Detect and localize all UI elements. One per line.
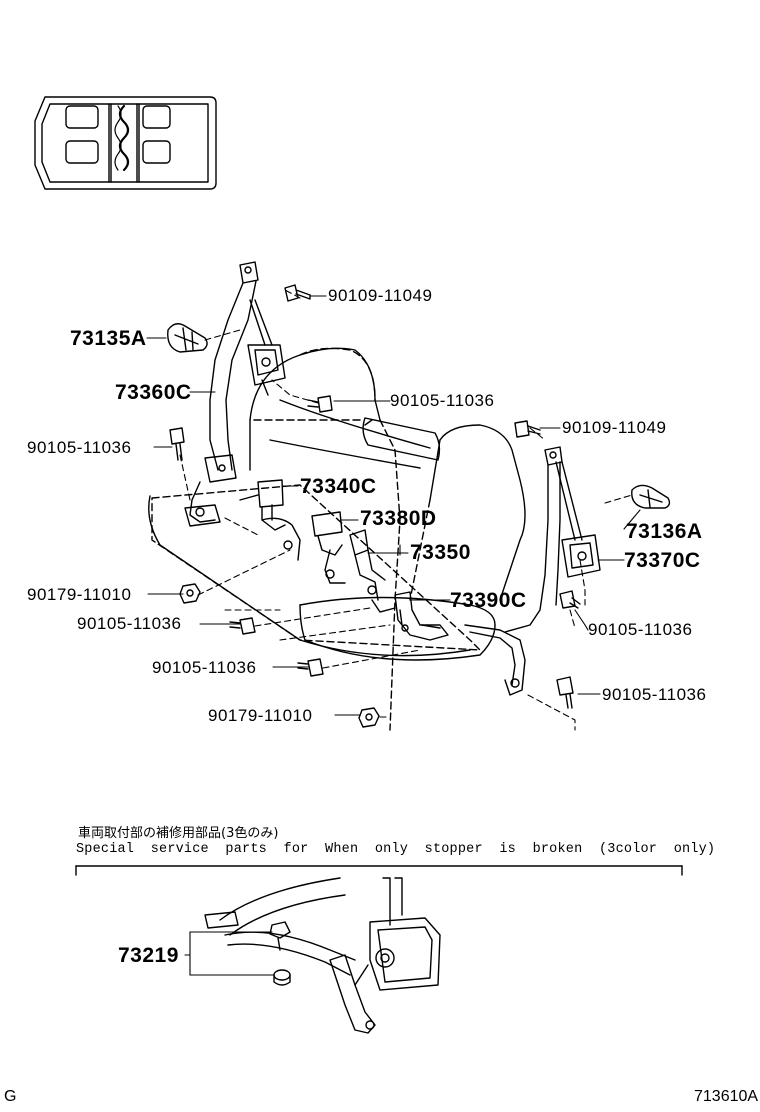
label-73350: 73350 <box>410 541 471 564</box>
seat-back-dashed-edges <box>249 347 431 731</box>
left-retractor <box>247 344 286 396</box>
right-retractor <box>561 534 601 578</box>
left-belt-guide-73135A <box>167 323 208 353</box>
buckle-73350 <box>349 529 396 613</box>
left-shoulder-belt <box>209 261 273 471</box>
label-90105-11036-mid: 90105-11036 <box>77 614 182 633</box>
label-90179-11010-bottom: 90179-11010 <box>208 706 313 725</box>
label-73219: 73219 <box>118 944 179 967</box>
rear-seat-back <box>249 347 526 601</box>
label-90109-11049-top: 90109-11049 <box>328 286 433 305</box>
bolt-90105-right-icon <box>559 590 581 609</box>
label-73136A: 73136A <box>626 520 703 543</box>
inset-leader-73219 <box>184 931 275 976</box>
bolt-90105-lower-icon <box>297 658 324 677</box>
nut-90179-bottom-icon <box>358 707 380 728</box>
note-english: Special service parts for When only stop… <box>76 842 716 857</box>
label-90109-11049-right: 90109-11049 <box>562 418 667 437</box>
bolt-90105-mid-icon <box>229 617 256 635</box>
label-73340C: 73340C <box>300 475 377 498</box>
bolt-90105-left-icon <box>169 427 185 461</box>
buckle-73380D <box>311 511 346 584</box>
right-belt-guide-73136A <box>631 484 671 509</box>
label-73380D: 73380D <box>360 507 437 530</box>
rear-seat-cushion <box>151 484 481 651</box>
rear-seat-cushion-outline <box>148 495 496 661</box>
bolt-90109-right-icon <box>514 420 541 438</box>
bolt-90105-upper-icon <box>307 395 333 413</box>
corner-code-left: G <box>4 1088 17 1105</box>
label-90105-11036-lower: 90105-11036 <box>152 658 257 677</box>
left-lower-anchor <box>184 504 221 527</box>
label-90105-11036-far-right: 90105-11036 <box>602 685 707 704</box>
center-lap-belt-73390C <box>394 591 449 641</box>
label-90105-11036-right: 90105-11036 <box>588 620 693 639</box>
bolt-90105-far-right-icon <box>556 676 574 709</box>
buckle-73340C <box>239 479 301 561</box>
label-73390C: 73390C <box>450 589 527 612</box>
label-90179-11010-left: 90179-11010 <box>27 585 132 604</box>
left-anchor-bracket <box>189 454 237 523</box>
bolt-90109-top-icon <box>284 284 311 302</box>
headrest <box>362 417 441 461</box>
inset-belt-detail <box>204 877 441 1034</box>
label-90105-11036-upper: 90105-11036 <box>390 391 495 410</box>
right-shoulder-belt <box>504 446 583 633</box>
label-90105-11036-left: 90105-11036 <box>27 438 132 457</box>
leader-lines <box>146 295 641 716</box>
note-japanese: 車両取付部の補修用部品(3色のみ) <box>78 826 279 841</box>
right-lower-anchor <box>464 624 526 696</box>
inset-bracket <box>75 865 683 876</box>
label-73135A: 73135A <box>70 327 147 350</box>
label-73370C: 73370C <box>624 549 701 572</box>
vehicle-locator-icon <box>34 96 217 190</box>
diagram-reference-number: 713610A <box>694 1088 759 1105</box>
assembly-guide-lines <box>149 289 633 731</box>
label-73360C: 73360C <box>115 381 192 404</box>
